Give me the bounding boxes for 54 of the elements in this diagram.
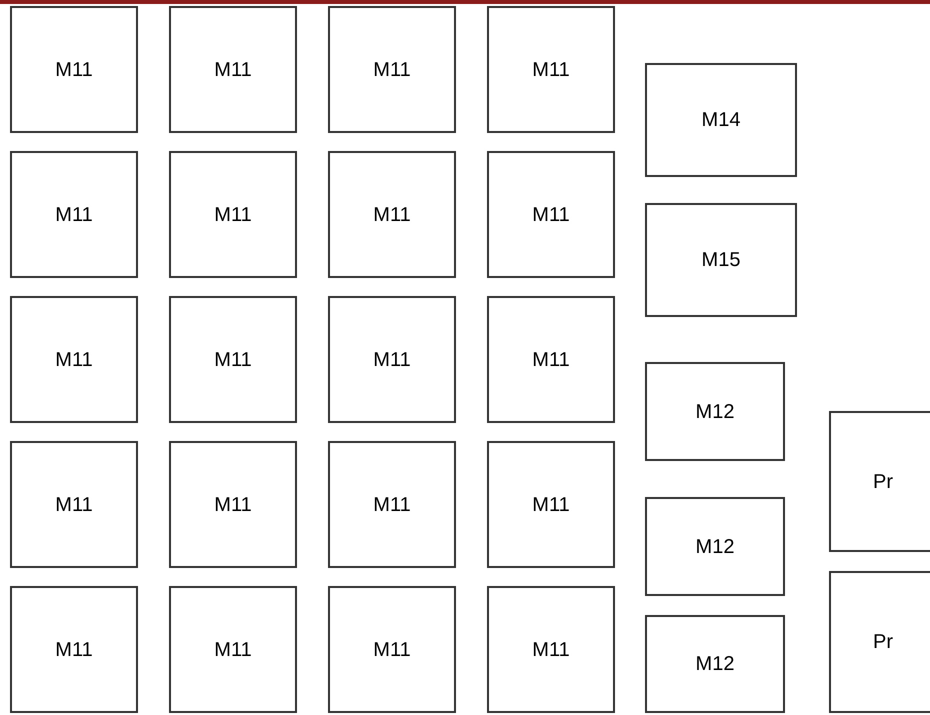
module-label: M11 [532,492,570,518]
module-label: M11 [373,348,411,372]
module-label: M11 [373,492,411,518]
module-label: M11 [214,348,252,372]
module-label: M11 [55,202,93,228]
module-label: M12 [696,400,734,424]
module-label: M11 [532,58,570,82]
module-box [328,441,456,568]
module-box [169,296,297,423]
module-label: M12 [696,534,734,560]
module-label: M11 [55,58,93,82]
module-box [829,571,930,713]
module-label: M11 [55,492,93,518]
module-label: M15 [702,248,740,273]
module-box [645,362,785,461]
module-box [10,296,138,423]
module-box [645,203,797,317]
module-label: M11 [373,58,411,82]
module-box [487,296,615,423]
module-label: M14 [702,108,740,133]
module-label: M12 [696,652,734,677]
module-label: M11 [214,638,252,662]
module-box [487,151,615,278]
module-label: Pr [873,630,893,655]
module-label: M11 [214,202,252,228]
module-label: M11 [373,202,411,228]
module-box [487,441,615,568]
module-box [645,63,797,177]
module-box [10,586,138,713]
module-label: M11 [532,638,570,662]
module-label: M11 [55,348,93,372]
module-box [487,6,615,133]
module-box [328,296,456,423]
module-label: M11 [55,638,93,662]
module-box [169,151,297,278]
module-label: M11 [532,348,570,372]
module-box [10,151,138,278]
module-box [10,441,138,568]
module-label: M11 [214,58,252,82]
module-label: Pr [873,470,893,494]
module-box [487,586,615,713]
module-label: M11 [373,638,411,662]
module-box [10,6,138,133]
module-box [169,586,297,713]
module-box [169,6,297,133]
module-label: M11 [214,492,252,518]
module-box [169,441,297,568]
module-box [328,151,456,278]
module-box [645,497,785,596]
module-box [829,411,930,552]
module-label: M11 [532,202,570,228]
module-box [328,586,456,713]
module-box [645,615,785,713]
module-box [328,6,456,133]
